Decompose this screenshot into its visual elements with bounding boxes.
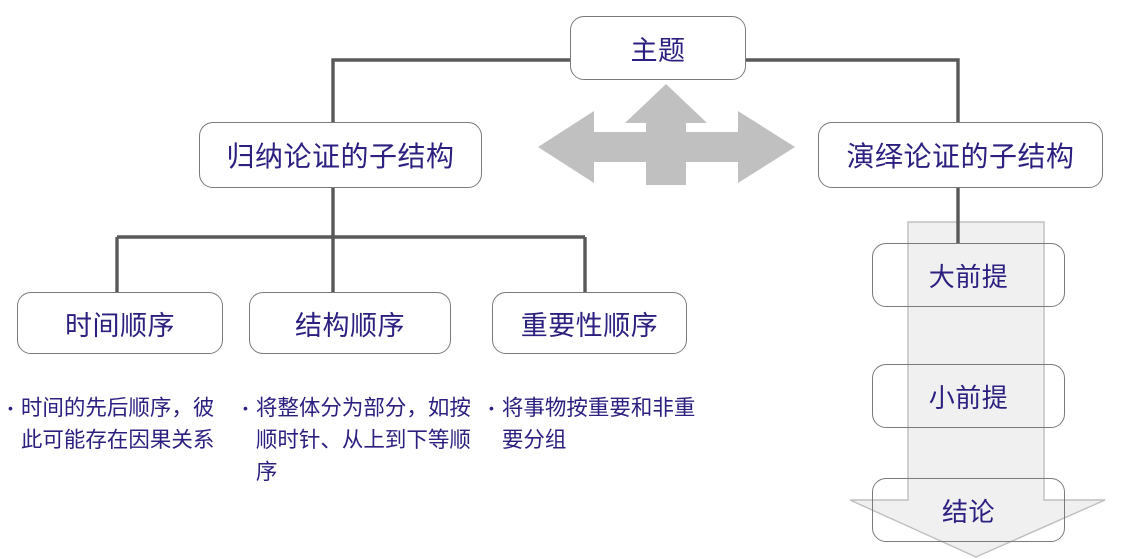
bullet-icon: •	[8, 400, 13, 416]
node-inductive-substructure-label: 归纳论证的子结构	[226, 141, 455, 172]
node-deductive-substructure[interactable]: 演绎论证的子结构	[818, 122, 1103, 188]
node-minor-premise-label: 小前提	[928, 382, 1009, 413]
note-structure-order: • 将整体分为部分，如按顺时针、从上到下等顺序	[243, 392, 471, 488]
three-way-arrow-icon	[538, 84, 795, 185]
note-importance-order-text: 将事物按重要和非重要分组	[501, 396, 696, 452]
bullet-icon: •	[489, 400, 494, 416]
note-importance-order: • 将事物按重要和非重要分组	[489, 392, 701, 456]
node-minor-premise[interactable]: 小前提	[872, 364, 1065, 428]
note-time-order: • 时间的先后顺序，彼此可能存在因果关系	[8, 392, 224, 456]
node-deductive-substructure-label: 演绎论证的子结构	[846, 141, 1075, 172]
bullet-icon: •	[243, 400, 248, 416]
node-importance-order[interactable]: 重要性顺序	[492, 292, 687, 354]
note-structure-order-text: 将整体分为部分，如按顺时针、从上到下等顺序	[255, 396, 471, 484]
node-structure-order-label: 结构顺序	[295, 310, 405, 341]
node-structure-order[interactable]: 结构顺序	[249, 292, 451, 354]
node-time-order[interactable]: 时间顺序	[17, 292, 223, 354]
connector-lines	[115, 58, 960, 292]
node-conclusion[interactable]: 结论	[872, 478, 1065, 542]
note-time-order-text: 时间的先后顺序，彼此可能存在因果关系	[20, 396, 215, 452]
node-major-premise[interactable]: 大前提	[872, 243, 1065, 307]
node-topic[interactable]: 主题	[570, 16, 746, 80]
down-arrow-icon	[849, 221, 1106, 558]
node-topic-label: 主题	[630, 35, 686, 66]
node-time-order-label: 时间顺序	[65, 310, 175, 341]
node-importance-order-label: 重要性顺序	[520, 310, 659, 341]
node-inductive-substructure[interactable]: 归纳论证的子结构	[199, 122, 482, 188]
node-conclusion-label: 结论	[941, 496, 995, 527]
node-major-premise-label: 大前提	[928, 261, 1009, 292]
